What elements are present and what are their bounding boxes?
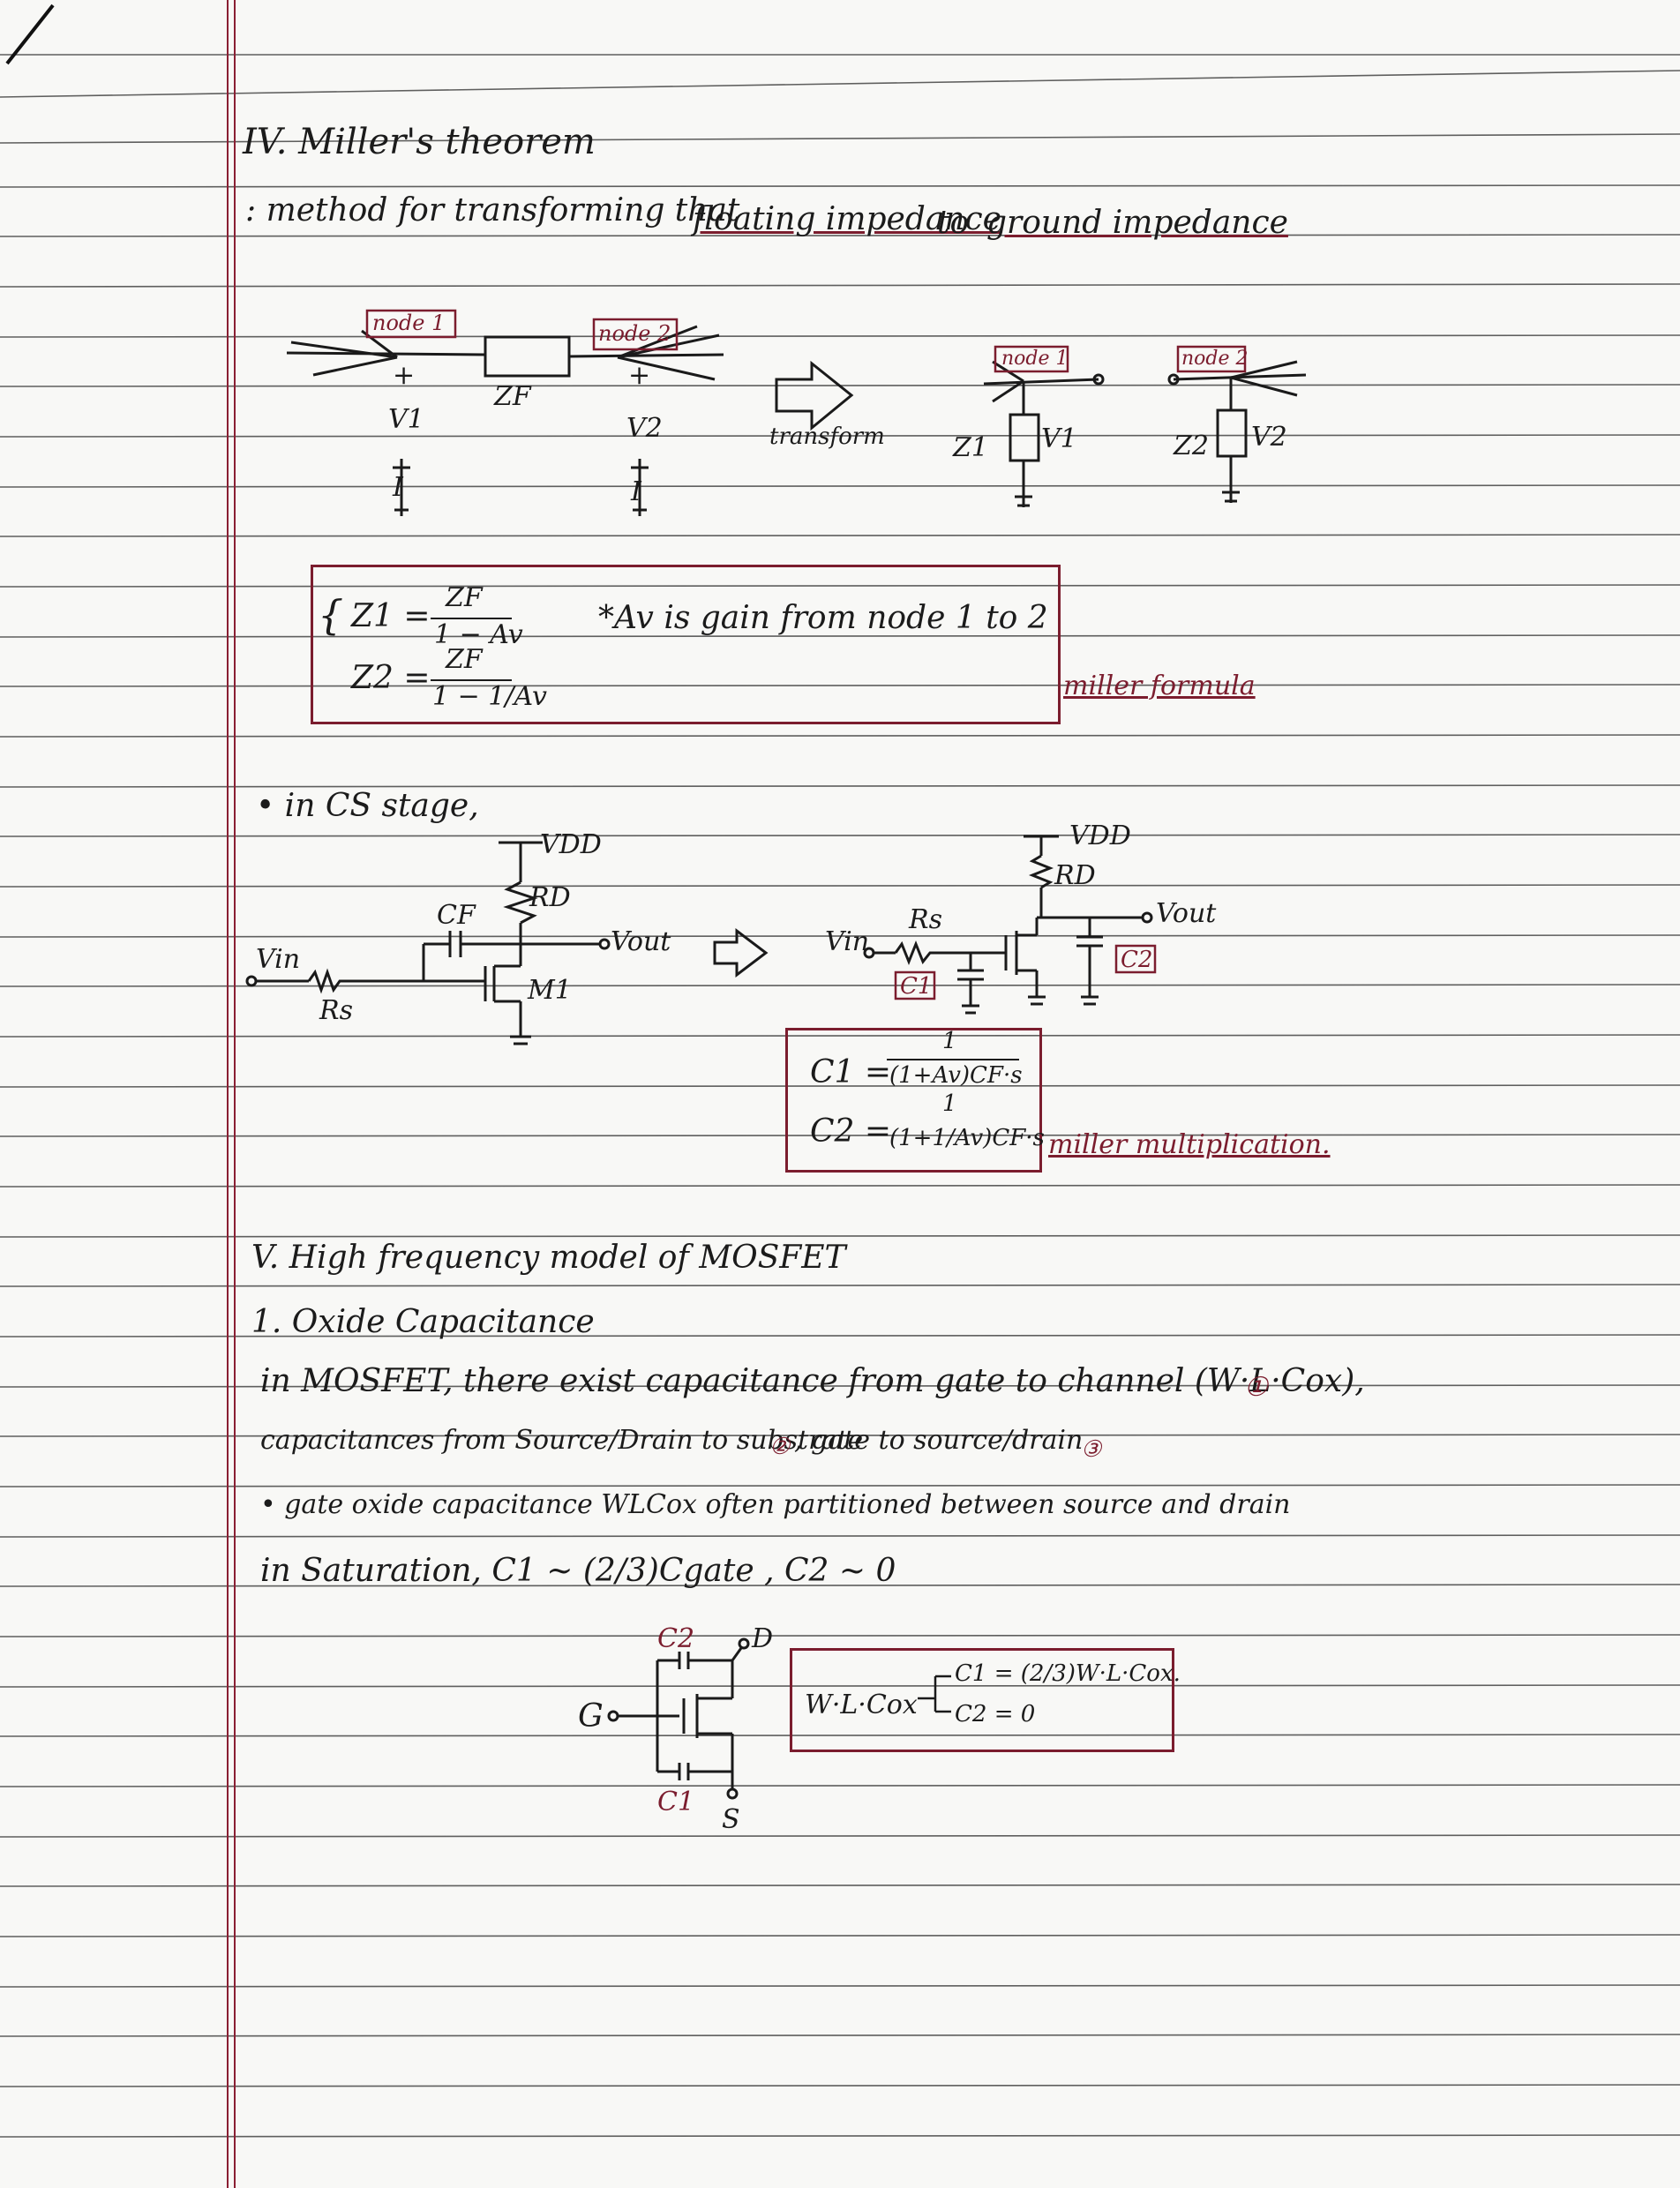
- rd-left: RD: [529, 882, 571, 913]
- box-c1-formula: C1 = (2/3)W·L·Cox.: [955, 1660, 1181, 1687]
- c2-den: (1+1/Av)CF·s: [889, 1125, 1045, 1151]
- section4-description-prefix: : method for transforming that: [245, 192, 740, 229]
- c1-fraction-bar: [887, 1059, 1019, 1060]
- current-label-right: I: [631, 476, 641, 507]
- vout-left: Vout: [611, 926, 671, 957]
- miller-formula-box: [311, 565, 1061, 724]
- z2-lhs: Z2 =: [351, 660, 431, 696]
- vin-left: Vin: [256, 944, 301, 975]
- c1-box-label: C1: [900, 973, 933, 1000]
- miller-multiplication-box: [785, 1028, 1042, 1173]
- source-drain-substrate-line: capacitances from Source/Drain to substr…: [260, 1425, 864, 1456]
- z1-fraction-bar: [431, 618, 512, 619]
- v1-label: V1: [388, 404, 424, 435]
- wlcox-label: W·L·Cox: [805, 1690, 918, 1720]
- cf-left: CF: [437, 900, 476, 931]
- section4-heading: IV. Miller's theorem: [243, 122, 596, 162]
- mosfet-capacitance-line: in MOSFET, there exist capacitance from …: [260, 1363, 1365, 1399]
- node2-label: node 2: [598, 321, 671, 346]
- c2-num: 1: [942, 1090, 957, 1117]
- floating-impedance-term: floating impedance: [693, 201, 1001, 237]
- m1-left: M1: [528, 975, 572, 1006]
- c2-lhs: C2 =: [810, 1113, 892, 1150]
- current-label-left: I: [393, 472, 403, 503]
- z2-fraction-bar: [431, 679, 512, 681]
- v1-plus: +: [393, 360, 416, 391]
- v1-right-label: V1: [1041, 423, 1077, 454]
- c1-num: 1: [942, 1028, 957, 1054]
- marker-2: ②: [769, 1434, 791, 1460]
- vdd-left: VDD: [540, 829, 602, 860]
- saturation-line: in Saturation, C1 ~ (2/3)Cgate , C2 ~ 0: [260, 1553, 896, 1589]
- source-label: S: [722, 1804, 740, 1835]
- rs-left: Rs: [319, 995, 353, 1026]
- formula-brace: {: [318, 591, 344, 639]
- v2-plus: +: [628, 360, 651, 391]
- ground-impedance-term: ground impedance: [986, 205, 1288, 241]
- c2-diagram-label: C2: [657, 1623, 695, 1654]
- vin-right: Vin: [825, 926, 870, 957]
- marker-3: ③: [1081, 1436, 1102, 1463]
- cs-stage-intro: • in CS stage,: [256, 788, 479, 824]
- c2-box-label: C2: [1121, 947, 1153, 973]
- vout-right: Vout: [1156, 898, 1217, 929]
- z1-lhs: Z1 =: [351, 598, 431, 634]
- gate-source-drain-text: , gate to source/drain: [794, 1425, 1084, 1456]
- v2-label: V2: [626, 413, 663, 444]
- miller-multiplication-label: miller multiplication.: [1048, 1129, 1331, 1160]
- node1-label: node 1: [372, 311, 446, 335]
- z1-den: 1 − Av: [434, 619, 523, 650]
- marker-1: ①: [1244, 1372, 1268, 1403]
- v2-right-label: V2: [1251, 422, 1287, 453]
- c1-den: (1+Av)CF·s: [889, 1062, 1023, 1089]
- c1-diagram-label: C1: [657, 1787, 695, 1817]
- right-node2-label: node 2: [1181, 348, 1249, 370]
- partition-box: [790, 1648, 1174, 1752]
- c1-lhs: C1 =: [810, 1054, 892, 1090]
- z2-den: 1 − 1/Av: [432, 681, 547, 712]
- rs-right: Rs: [909, 904, 942, 935]
- gate-label: G: [578, 1698, 604, 1735]
- rd-right: RD: [1054, 860, 1096, 891]
- box-c2-formula: C2 = 0: [955, 1701, 1036, 1727]
- gate-oxide-bullet: • gate oxide capacitance WLCox often par…: [260, 1489, 1291, 1520]
- oxide-capacitance-subheading: 1. Oxide Capacitance: [251, 1304, 595, 1340]
- partition-bracket: [918, 1675, 951, 1713]
- vdd-right: VDD: [1069, 820, 1131, 851]
- zf-label: ZF: [494, 381, 531, 412]
- z1-num: ZF: [446, 582, 483, 613]
- z1-label: Z1: [953, 432, 988, 463]
- right-node1-label: node 1: [1001, 348, 1069, 370]
- miller-formula-label: miller formula: [1063, 671, 1256, 701]
- av-note: *Av is gain from node 1 to 2: [598, 600, 1048, 636]
- z2-label: Z2: [1174, 431, 1209, 461]
- drain-label: D: [752, 1623, 774, 1654]
- section5-heading: V. High frequency model of MOSFET: [251, 1240, 846, 1276]
- to-word: to: [937, 205, 970, 241]
- transform-label: transform: [769, 423, 885, 450]
- z2-num: ZF: [446, 644, 483, 675]
